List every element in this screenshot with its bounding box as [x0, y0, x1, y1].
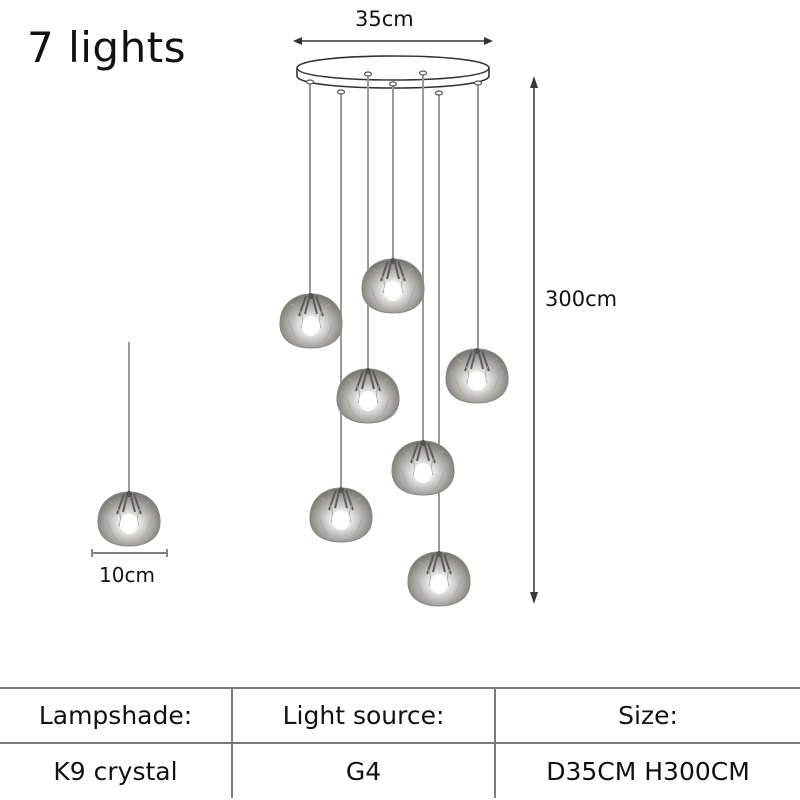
drop-height-arrow: [530, 76, 538, 604]
suspension-cables: [309, 73, 479, 554]
light-source-value: G4: [231, 742, 495, 798]
crystal-pendant-detail: [96, 490, 162, 547]
canopy-width-arrow: [293, 37, 493, 45]
specs-header-row: Lampshade: Light source: Size:: [0, 687, 800, 744]
size-header: Size:: [494, 687, 800, 744]
shade-width-arrow: [91, 549, 168, 557]
crystal-pendant-5: [390, 439, 456, 496]
crystal-pendant-1: [278, 292, 344, 349]
crystal-pendant-4: [335, 367, 401, 424]
lampshade-value: K9 crystal: [0, 742, 232, 798]
single-pendant-detail: [91, 342, 168, 557]
drop-height-label: 300cm: [545, 287, 618, 311]
crystal-pendant-2: [360, 257, 426, 314]
shade-width-label: 10cm: [99, 563, 155, 587]
crystal-pendant-7: [406, 550, 472, 607]
specs-value-row: K9 crystal G4 D35CM H300CM: [0, 742, 800, 798]
specs-table: Lampshade: Light source: Size: K9 crysta…: [0, 687, 800, 798]
cable-anchors: [305, 70, 483, 96]
canopy-width-label: 35cm: [355, 7, 414, 31]
page-title: 7 lights: [27, 23, 187, 72]
size-value: D35CM H300CM: [494, 742, 800, 798]
light-source-header: Light source:: [231, 687, 495, 744]
crystal-pendant-3: [444, 347, 510, 404]
lampshade-header: Lampshade:: [0, 687, 232, 744]
ceiling-canopy: [296, 55, 490, 89]
crystal-pendant-6: [308, 486, 374, 543]
pendant-light-diagram: [91, 37, 538, 607]
